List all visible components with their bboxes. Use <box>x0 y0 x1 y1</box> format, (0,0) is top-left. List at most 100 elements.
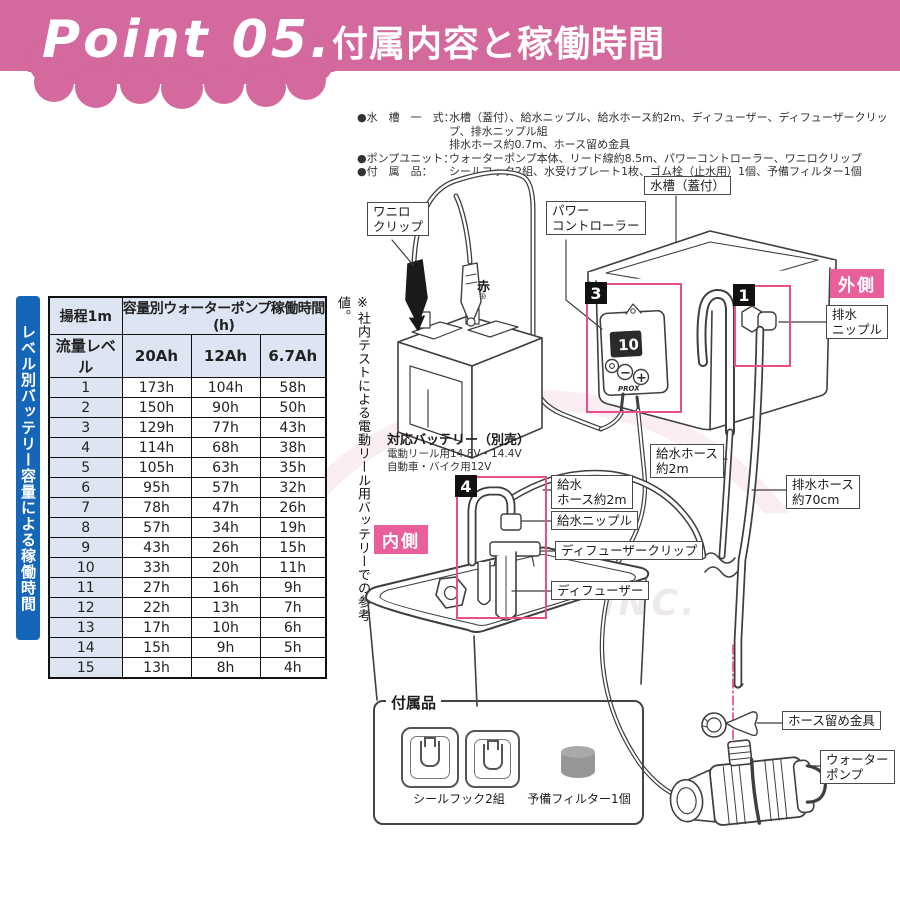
hours-cell: 16h <box>190 577 261 598</box>
hours-cell: 13h <box>190 597 261 618</box>
hours-cell: 173h <box>121 377 192 398</box>
header-6-7ah: 6.7Ah <box>259 334 327 378</box>
contents-line-pump: ●ポンプユニット： ウォーターポンプ本体、リード線約8.5m、パワーコントローラ… <box>357 152 897 166</box>
hours-cell: 57h <box>190 477 261 498</box>
hours-cell: 68h <box>190 437 261 458</box>
hours-cell: 35h <box>259 457 327 478</box>
hours-cell: 7h <box>259 597 327 618</box>
hours-cell: 129h <box>121 417 192 438</box>
plus-terminal-icon: ⊕ <box>479 292 487 302</box>
hours-cell: 104h <box>190 377 261 398</box>
level-cell: 3 <box>48 417 123 438</box>
level-cell: 8 <box>48 517 123 538</box>
header-span-title: 容量別ウォーターポンプ稼働時間(h) <box>121 296 327 335</box>
hours-cell: 15h <box>259 537 327 558</box>
hours-cell: 20h <box>190 557 261 578</box>
hours-cell: 43h <box>121 537 192 558</box>
hours-cell: 13h <box>121 657 192 679</box>
water-pump-label: ウォーター ポンプ <box>820 750 895 784</box>
level-cell: 2 <box>48 397 123 418</box>
table-side-label: レベル別バッテリー容量による稼働時間 <box>16 296 40 640</box>
step-1-badge: 1 <box>733 284 755 306</box>
point-label: Point 05. <box>42 10 333 70</box>
battery-caption-line2: 自動車・バイク用12V <box>387 461 492 473</box>
alligator-clip-black <box>405 259 428 331</box>
header-lift: 揚程1m <box>48 296 123 335</box>
diffuser-clip-label: ディフューザークリップ <box>555 541 704 560</box>
hours-cell: 11h <box>259 557 327 578</box>
level-cell: 7 <box>48 497 123 518</box>
hours-cell: 26h <box>259 497 327 518</box>
table-header-row-2: 流量レベル 20Ah 12Ah 6.7Ah <box>48 334 327 378</box>
hours-cell: 27h <box>121 577 192 598</box>
hours-cell: 4h <box>259 657 327 679</box>
drain-hose-label: 排水ホース 約70cm <box>786 475 860 509</box>
spare-filter-caption: 予備フィルター1個 <box>527 792 631 806</box>
inside-badge: 内側 <box>374 525 428 554</box>
battery-caption-line1: 電動リール用14.8V・14.4V <box>387 448 522 460</box>
supply-hose-label: 給水ホース 約2m <box>650 444 724 478</box>
point-cloud-shape <box>28 0 334 109</box>
contents-line-accessories: ●付 属 品： シールフック2組、水受けプレート1枚、ゴム栓（止水用）1個、予備… <box>357 165 897 179</box>
contents-line-tank-cont: 排水ホース約0.7m、ホース留め金具 <box>449 138 631 151</box>
hours-cell: 33h <box>121 557 192 578</box>
header-20ah: 20Ah <box>121 334 192 378</box>
battery-caption-title: 対応バッテリー（別売） <box>387 433 531 448</box>
hours-cell: 63h <box>190 457 261 478</box>
level-cell: 12 <box>48 597 123 618</box>
step-3-outline <box>586 283 682 413</box>
hours-cell: 32h <box>259 477 327 498</box>
step-1-outline <box>734 285 791 367</box>
hours-cell: 78h <box>121 497 192 518</box>
step-4-outline <box>456 476 547 619</box>
hours-cell: 58h <box>259 377 327 398</box>
seal-hook-small <box>465 730 520 788</box>
accessories-box <box>373 700 644 825</box>
hours-cell: 8h <box>190 657 261 679</box>
inner-supply-hose-label: 給水 ホース約2m <box>551 475 633 509</box>
level-cell: 4 <box>48 437 123 458</box>
hose-clamp-label: ホース留め金具 <box>782 711 881 730</box>
step-4-badge: 4 <box>455 475 477 497</box>
contents-label: ●付 属 品： <box>357 165 433 178</box>
supply-nipple-label: 給水ニップル <box>551 511 639 530</box>
header-12ah: 12Ah <box>190 334 261 378</box>
seal-hook-caption: シールフック2組 <box>413 792 505 806</box>
hours-cell: 47h <box>190 497 261 518</box>
page-title: 付属内容と稼働時間 <box>332 24 666 65</box>
drain-nipple-label: 排水 ニップル <box>826 305 889 339</box>
hours-cell: 19h <box>259 517 327 538</box>
level-cell: 11 <box>48 577 123 598</box>
level-cell: 13 <box>48 617 123 638</box>
hours-cell: 95h <box>121 477 192 498</box>
table-footnote: ※社内テストによる電動リール用バッテリーでの参考値。 <box>335 296 370 622</box>
power-controller-label: パワー コントローラー <box>546 201 646 235</box>
level-cell: 14 <box>48 637 123 658</box>
hours-cell: 9h <box>190 637 261 658</box>
table-side-label-text: レベル別バッテリー容量による稼働時間 <box>19 324 37 612</box>
hours-cell: 15h <box>121 637 192 658</box>
header-level: 流量レベル <box>48 334 123 378</box>
contents-text: 水槽（蓋付）、給水ニップル、給水ホース約2m、ディフューザー、ディフューザークリ… <box>449 111 888 138</box>
battery-caption: 対応バッテリー（別売） 電動リール用14.8V・14.4V 自動車・バイク用12… <box>387 429 530 474</box>
hours-cell: 26h <box>190 537 261 558</box>
contents-list: ●水 槽 一 式： 水槽（蓋付）、給水ニップル、給水ホース約2m、ディフューザー… <box>357 111 897 179</box>
hours-cell: 5h <box>259 637 327 658</box>
contents-label: ●水 槽 一 式： <box>357 111 455 124</box>
level-cell: 15 <box>48 657 123 679</box>
hours-cell: 105h <box>121 457 192 478</box>
table-header-row-1: 揚程1m 容量別ウォーターポンプ稼働時間(h) <box>48 296 327 335</box>
hours-cell: 77h <box>190 417 261 438</box>
accessories-title: 付属品 <box>386 692 442 713</box>
hours-cell: 34h <box>190 517 261 538</box>
